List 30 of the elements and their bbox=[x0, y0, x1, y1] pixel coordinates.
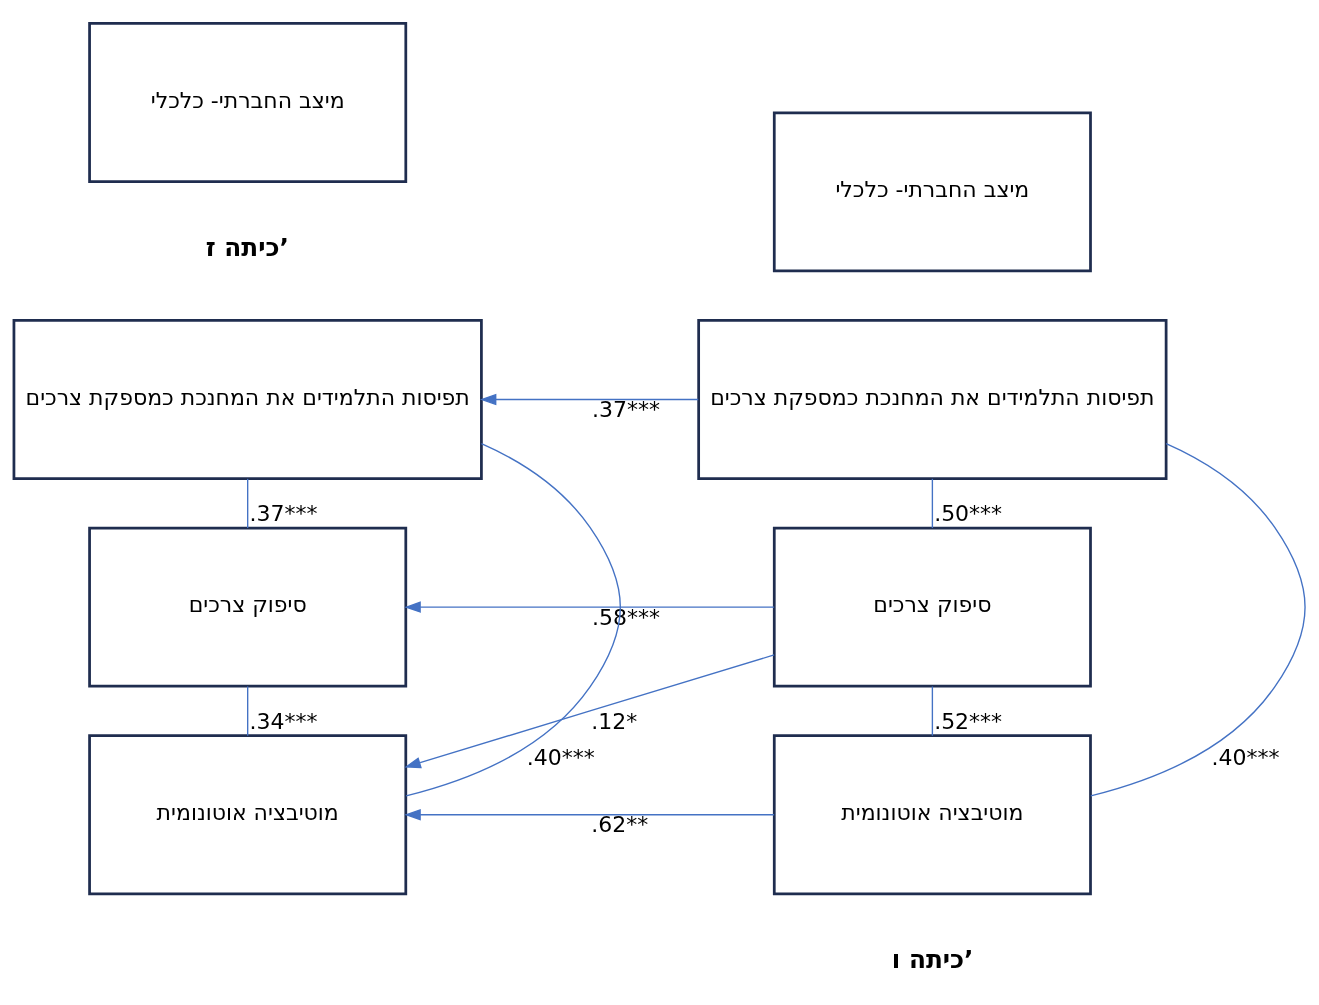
edge-label: .52*** bbox=[934, 708, 1003, 734]
node-box: סיפוק צרכים bbox=[772, 526, 1092, 688]
arrow bbox=[404, 600, 775, 613]
edge-label: .12* bbox=[591, 707, 638, 733]
edge-label: .50*** bbox=[934, 500, 1003, 526]
arrow bbox=[479, 393, 699, 405]
edge-label: .62** bbox=[591, 811, 649, 837]
node-box: מוטיבציה אוטונומית bbox=[88, 733, 408, 895]
edge-label: .40*** bbox=[1211, 744, 1280, 770]
node-box: מיצב החברתי- כלכלי bbox=[88, 21, 408, 183]
connector bbox=[247, 477, 249, 529]
edge-label: .37*** bbox=[249, 500, 318, 526]
label: כיתה ו’ bbox=[891, 944, 974, 974]
node-box: תפיסות התלמידים את המחנכת כמספקת צרכים bbox=[697, 318, 1168, 480]
connector bbox=[1090, 442, 1306, 797]
connector bbox=[931, 477, 934, 529]
connector bbox=[247, 685, 249, 736]
node-box: מוטיבציה אוטונומית bbox=[772, 733, 1092, 895]
node-box: מיצב החברתי- כלכלי bbox=[772, 111, 1092, 272]
label: כיתה ז’ bbox=[205, 232, 289, 262]
connector bbox=[931, 685, 934, 736]
arrow bbox=[404, 808, 775, 821]
node-box: תפיסות התלמידים את המחנכת כמספקת צרכים bbox=[12, 318, 483, 480]
connector bbox=[405, 442, 622, 797]
edge-label: .34*** bbox=[249, 708, 318, 734]
edge-label: .37*** bbox=[591, 396, 660, 422]
edge-label: .58*** bbox=[592, 604, 660, 630]
node-box: סיפוק צרכים bbox=[88, 526, 408, 688]
edge-label: .40*** bbox=[526, 744, 595, 770]
arrow bbox=[404, 653, 775, 768]
